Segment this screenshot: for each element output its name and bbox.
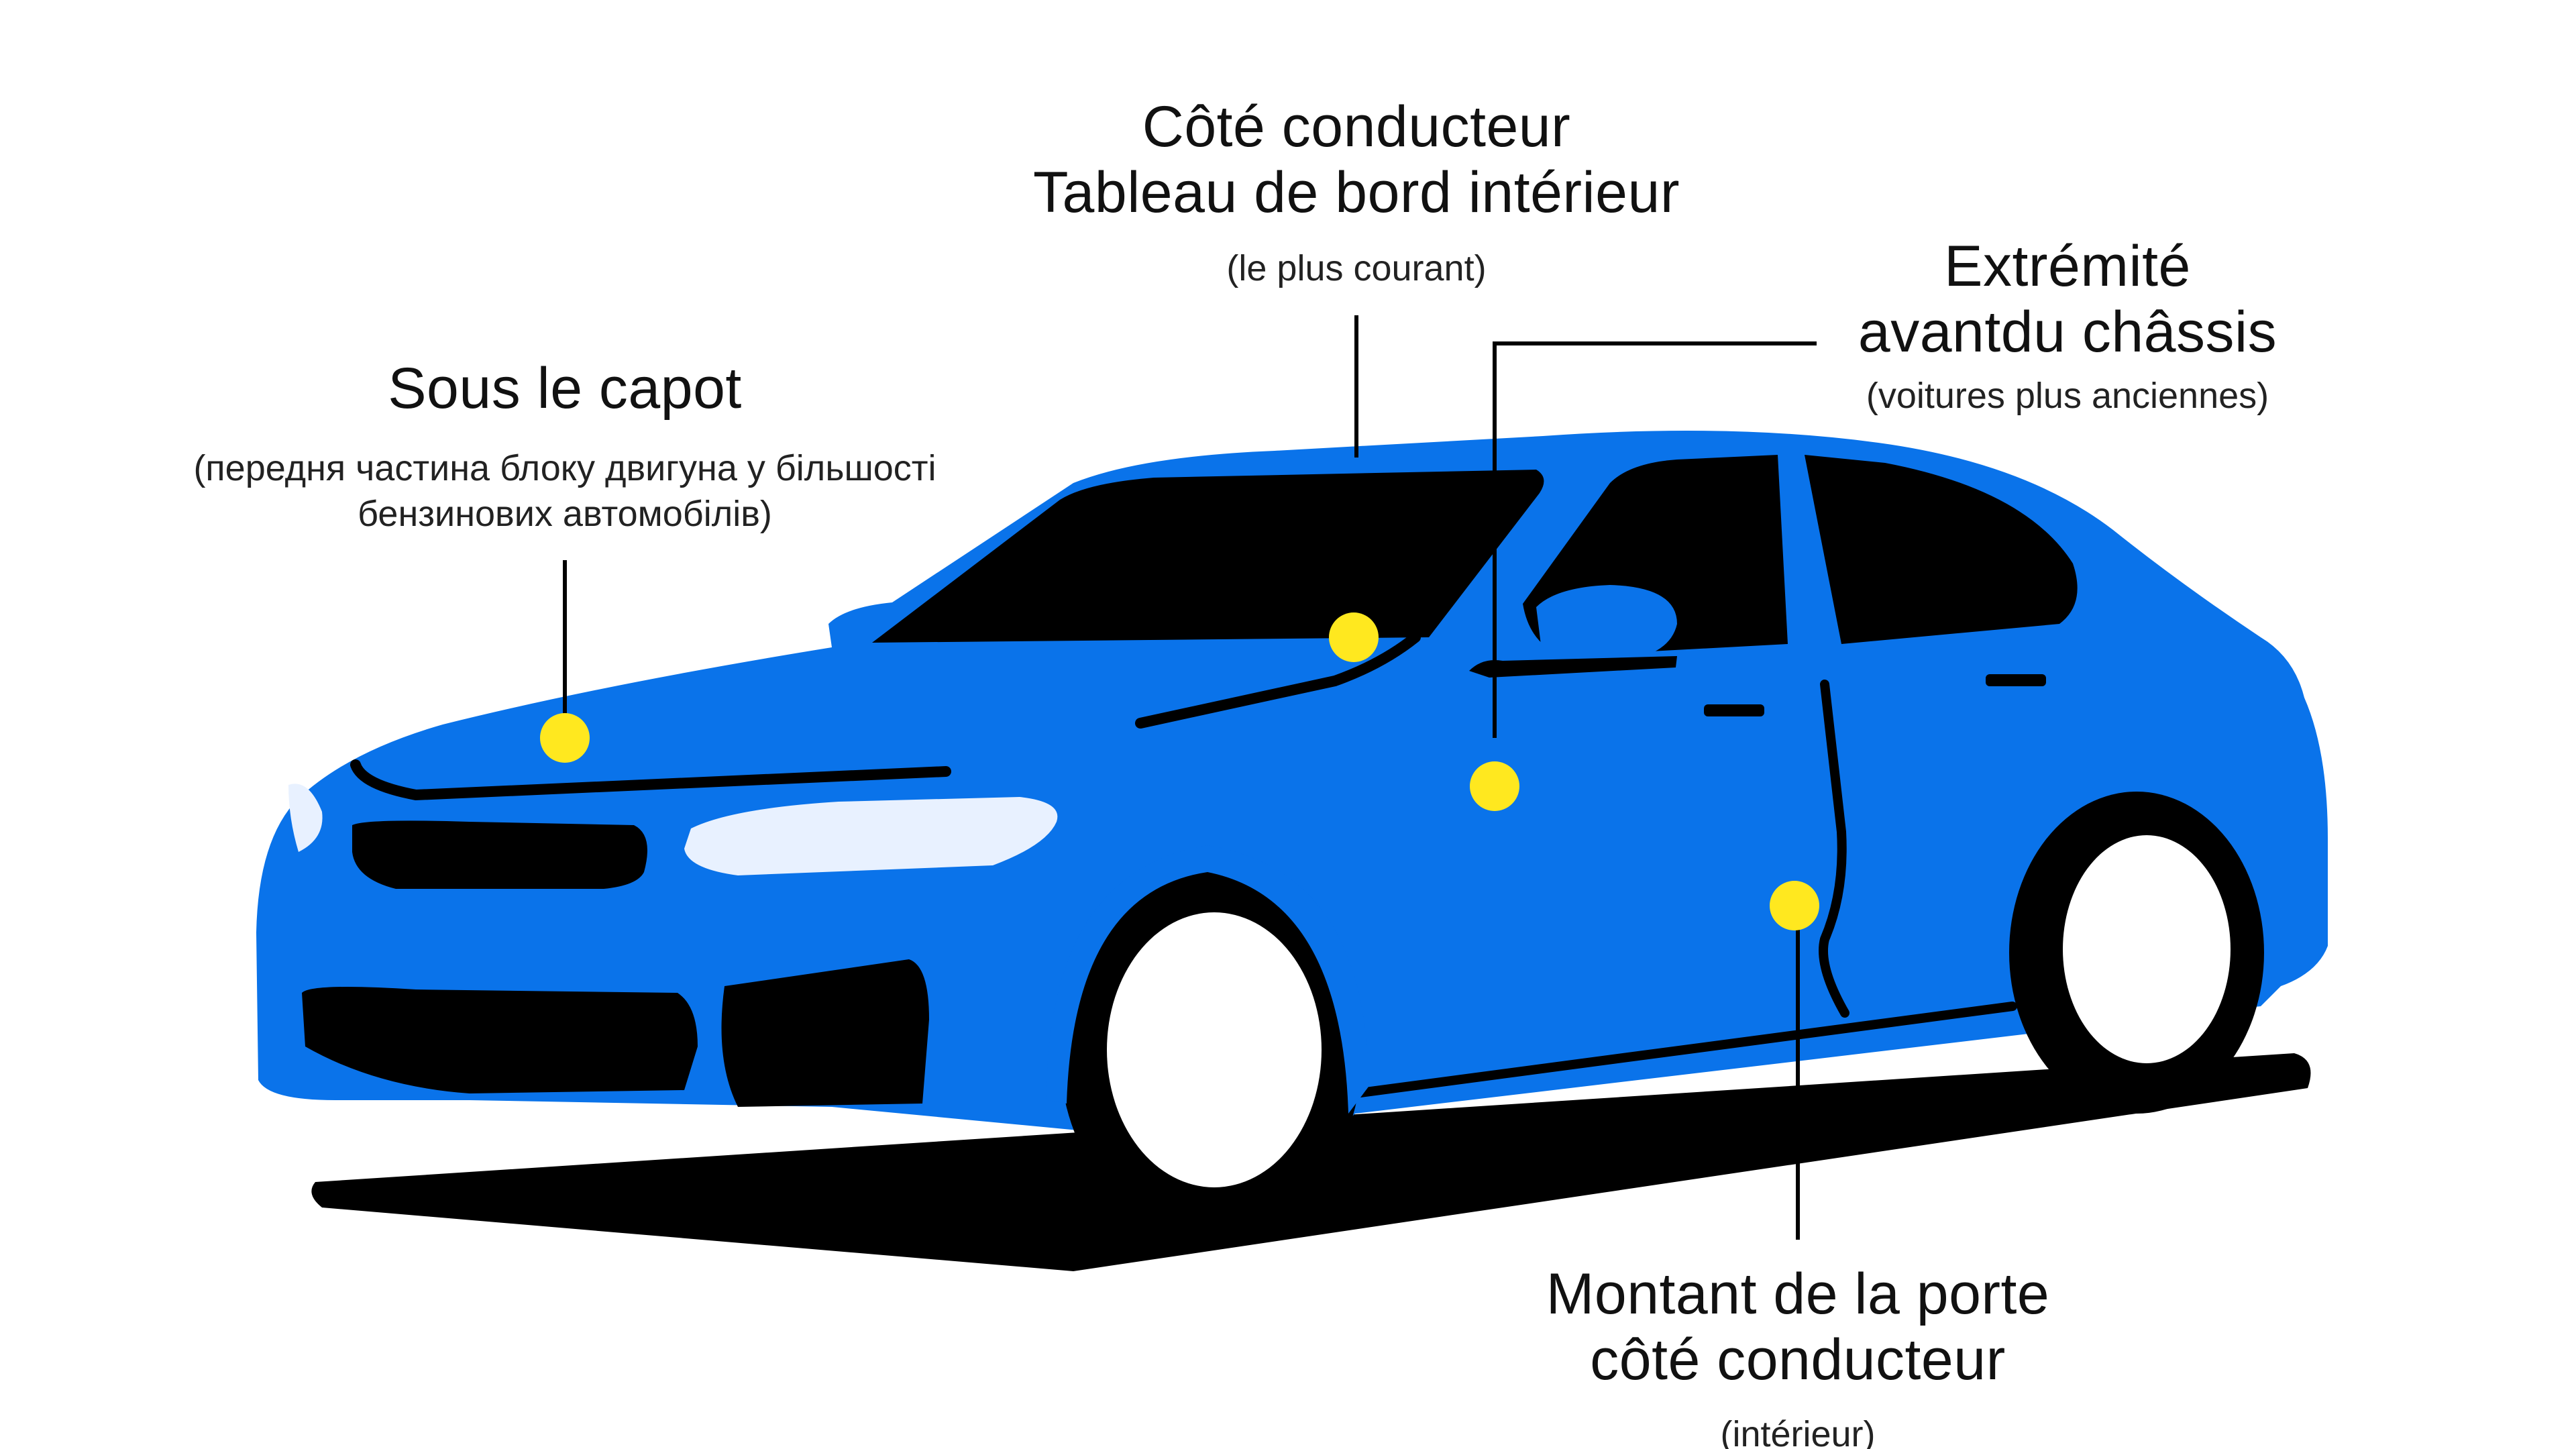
- lower-intake: [302, 987, 698, 1093]
- lower-intake-right: [721, 959, 929, 1107]
- rear-rim: [2063, 835, 2231, 1063]
- label-under-hood-title: Sous le capot: [388, 356, 742, 421]
- shoulder-line: [1135, 632, 1421, 729]
- label-door-jamb: Montant de la porte côté conducteur (int…: [1546, 1261, 2050, 1449]
- front-grille: [352, 820, 647, 889]
- label-front-frame-subtitle: (voitures plus anciennes): [1866, 376, 2269, 416]
- label-door-jamb-title-2: côté conducteur: [1590, 1328, 2006, 1392]
- marker-door[interactable]: [1770, 881, 1819, 930]
- mirror-base: [1469, 656, 1677, 678]
- label-front-frame-title-1: Extrémité: [1944, 234, 2191, 299]
- headlight: [684, 797, 1058, 875]
- side-mirror: [1536, 585, 1677, 661]
- label-front-frame-title-2: avantdu châssis: [1858, 300, 2277, 364]
- label-driver-dashboard-title-2: Tableau de bord intérieur: [1033, 160, 1680, 225]
- front-wheel: [1060, 869, 1362, 1238]
- label-under-hood-subtitle-1: (передня частина блоку двигуна у більшос…: [193, 448, 936, 488]
- door-seam: [1819, 680, 1849, 1018]
- label-door-jamb-title-1: Montant de la porte: [1546, 1262, 2050, 1326]
- label-front-frame: Extrémité avantdu châssis (voitures plus…: [1858, 233, 2277, 419]
- car-body: [256, 431, 2328, 1147]
- rear-wheel: [2009, 792, 2264, 1114]
- hood-crease: [350, 759, 951, 801]
- label-under-hood: Sous le capot (передня частина блоку дви…: [193, 356, 936, 537]
- front-rim: [1107, 912, 1322, 1187]
- label-driver-dashboard: Côté conducteur Tableau de bord intérieu…: [1033, 94, 1680, 291]
- door-handle-rear: [1986, 674, 2046, 686]
- leader-frame: [1493, 341, 1817, 738]
- marker-frame[interactable]: [1470, 761, 1519, 811]
- label-driver-dashboard-title-1: Côté conducteur: [1142, 95, 1571, 159]
- label-driver-dashboard-subtitle: (le plus courant): [1226, 248, 1487, 288]
- label-under-hood-subtitle-2: бензинових автомобілів): [358, 494, 772, 534]
- fog-light-left: [288, 784, 323, 852]
- label-door-jamb-subtitle: (intérieur): [1720, 1414, 1876, 1449]
- windshield: [872, 470, 1544, 643]
- front-fender-arch: [1046, 845, 1368, 1114]
- door-handle-front: [1704, 704, 1764, 716]
- marker-hood[interactable]: [540, 713, 590, 763]
- marker-dashboard[interactable]: [1329, 612, 1379, 662]
- rocker-line: [1350, 1002, 2017, 1098]
- rear-side-window: [1805, 455, 2078, 644]
